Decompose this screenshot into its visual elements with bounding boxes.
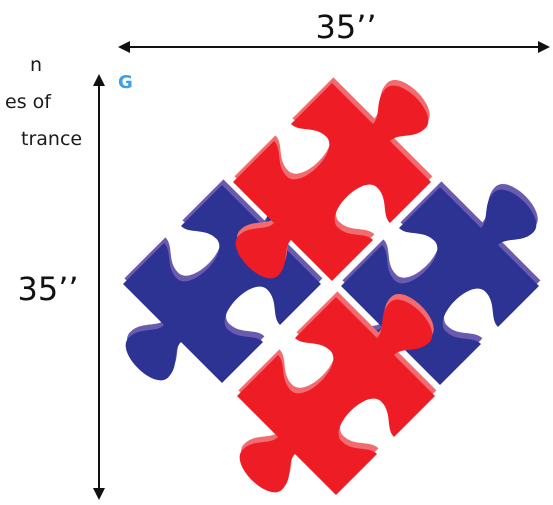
description-line-2: es of (5, 91, 51, 113)
variant-letter: G (118, 72, 133, 93)
description-line-1: n (30, 54, 43, 76)
description-line-3: trance (21, 128, 83, 150)
width-dimension-label: 35’’ (315, 8, 377, 46)
height-dimension-label: 35’’ (17, 270, 79, 308)
width-dimension-arrow (118, 41, 550, 53)
height-dimension-arrow (93, 74, 105, 500)
